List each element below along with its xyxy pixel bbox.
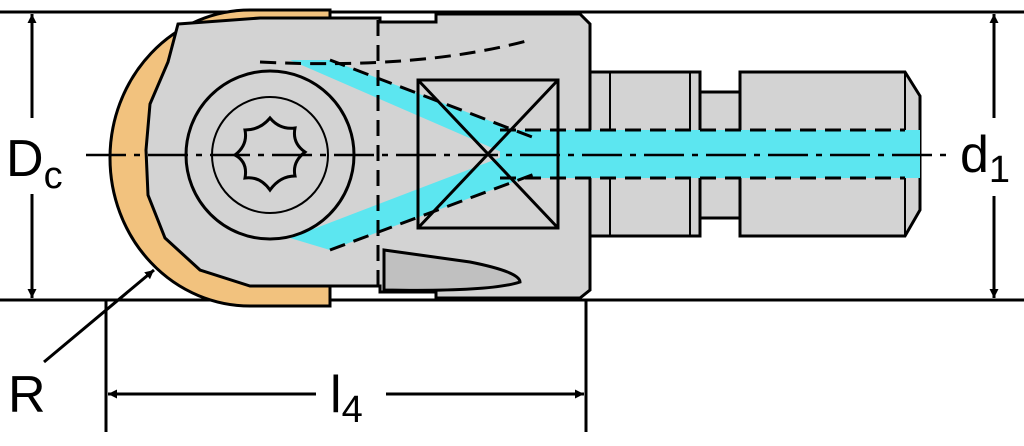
r-label: R xyxy=(8,366,46,424)
chip-flute xyxy=(382,248,522,292)
l4-label: l4 xyxy=(330,366,363,431)
extension-lines xyxy=(0,10,1024,432)
d1-label: d1 xyxy=(960,126,1010,191)
dc-dimension: Dc xyxy=(6,14,63,298)
l4-dimension: l4 xyxy=(108,366,584,431)
dc-label: Dc xyxy=(6,130,63,197)
torx-icon xyxy=(232,115,308,193)
r-dimension: R xyxy=(8,268,155,424)
d1-dimension: d1 xyxy=(960,14,1010,298)
